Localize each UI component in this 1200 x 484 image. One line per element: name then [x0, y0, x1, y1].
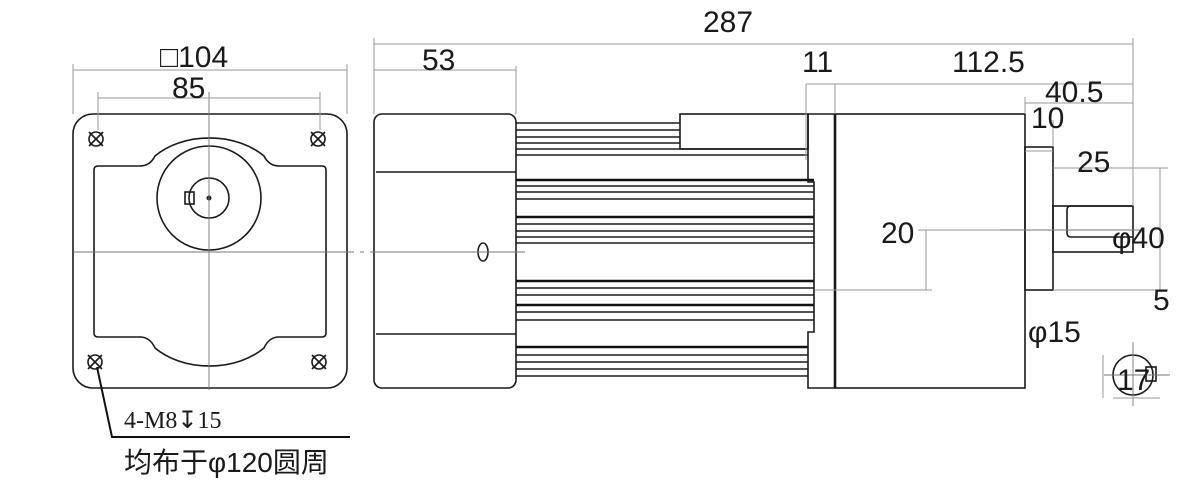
front-inner-profile — [93, 137, 327, 367]
mounting-hole-icon — [311, 354, 327, 370]
mounting-hole-icon — [87, 354, 103, 370]
mounting-hole-icon — [88, 131, 104, 147]
motor-end-cap — [373, 113, 517, 389]
flange — [807, 113, 836, 389]
dim-label-20: 20 — [881, 217, 914, 250]
dim-label-17: 17 — [1117, 364, 1150, 397]
dim-label-square-104: □104 — [160, 41, 228, 74]
pilot-collar — [1024, 146, 1054, 291]
key-square — [184, 191, 195, 205]
shaft-section-view: φ15 5 17 — [1028, 284, 1170, 406]
hole-spec-label: 4-M8↧15 — [124, 408, 221, 434]
dim-label-85: 85 — [172, 72, 205, 105]
front-outer-square — [72, 113, 348, 389]
dim-label-287: 287 — [703, 6, 753, 39]
leader-line — [96, 366, 350, 438]
dim-label-112-5: 112.5 — [952, 46, 1025, 79]
side-view: 287 53 11 112.5 40.5 10 25 20 φ40 — [370, 6, 1168, 389]
cooling-fins — [516, 113, 814, 377]
hole-circle-label: 均布于φ120圆周 — [124, 447, 329, 478]
dim-label-40-5: 40.5 — [1045, 76, 1103, 109]
mounting-hole-icon — [310, 131, 326, 147]
dim-label-5: 5 — [1153, 284, 1170, 317]
key-section — [1145, 366, 1157, 382]
mounting-holes — [87, 131, 327, 370]
dim-label-53: 53 — [422, 44, 455, 77]
front-view: □104 85 4-M8↧15 均布于φ120圆周 — [72, 41, 520, 478]
dim-label-phi40: φ40 — [1112, 222, 1165, 255]
dim-label-10: 10 — [1031, 102, 1064, 135]
dim-label-phi15: φ15 — [1028, 316, 1081, 349]
dim-label-25: 25 — [1077, 146, 1110, 179]
dim-label-11: 11 — [802, 46, 833, 79]
gearbox-housing — [834, 113, 1026, 389]
shaft-key — [1066, 205, 1133, 238]
